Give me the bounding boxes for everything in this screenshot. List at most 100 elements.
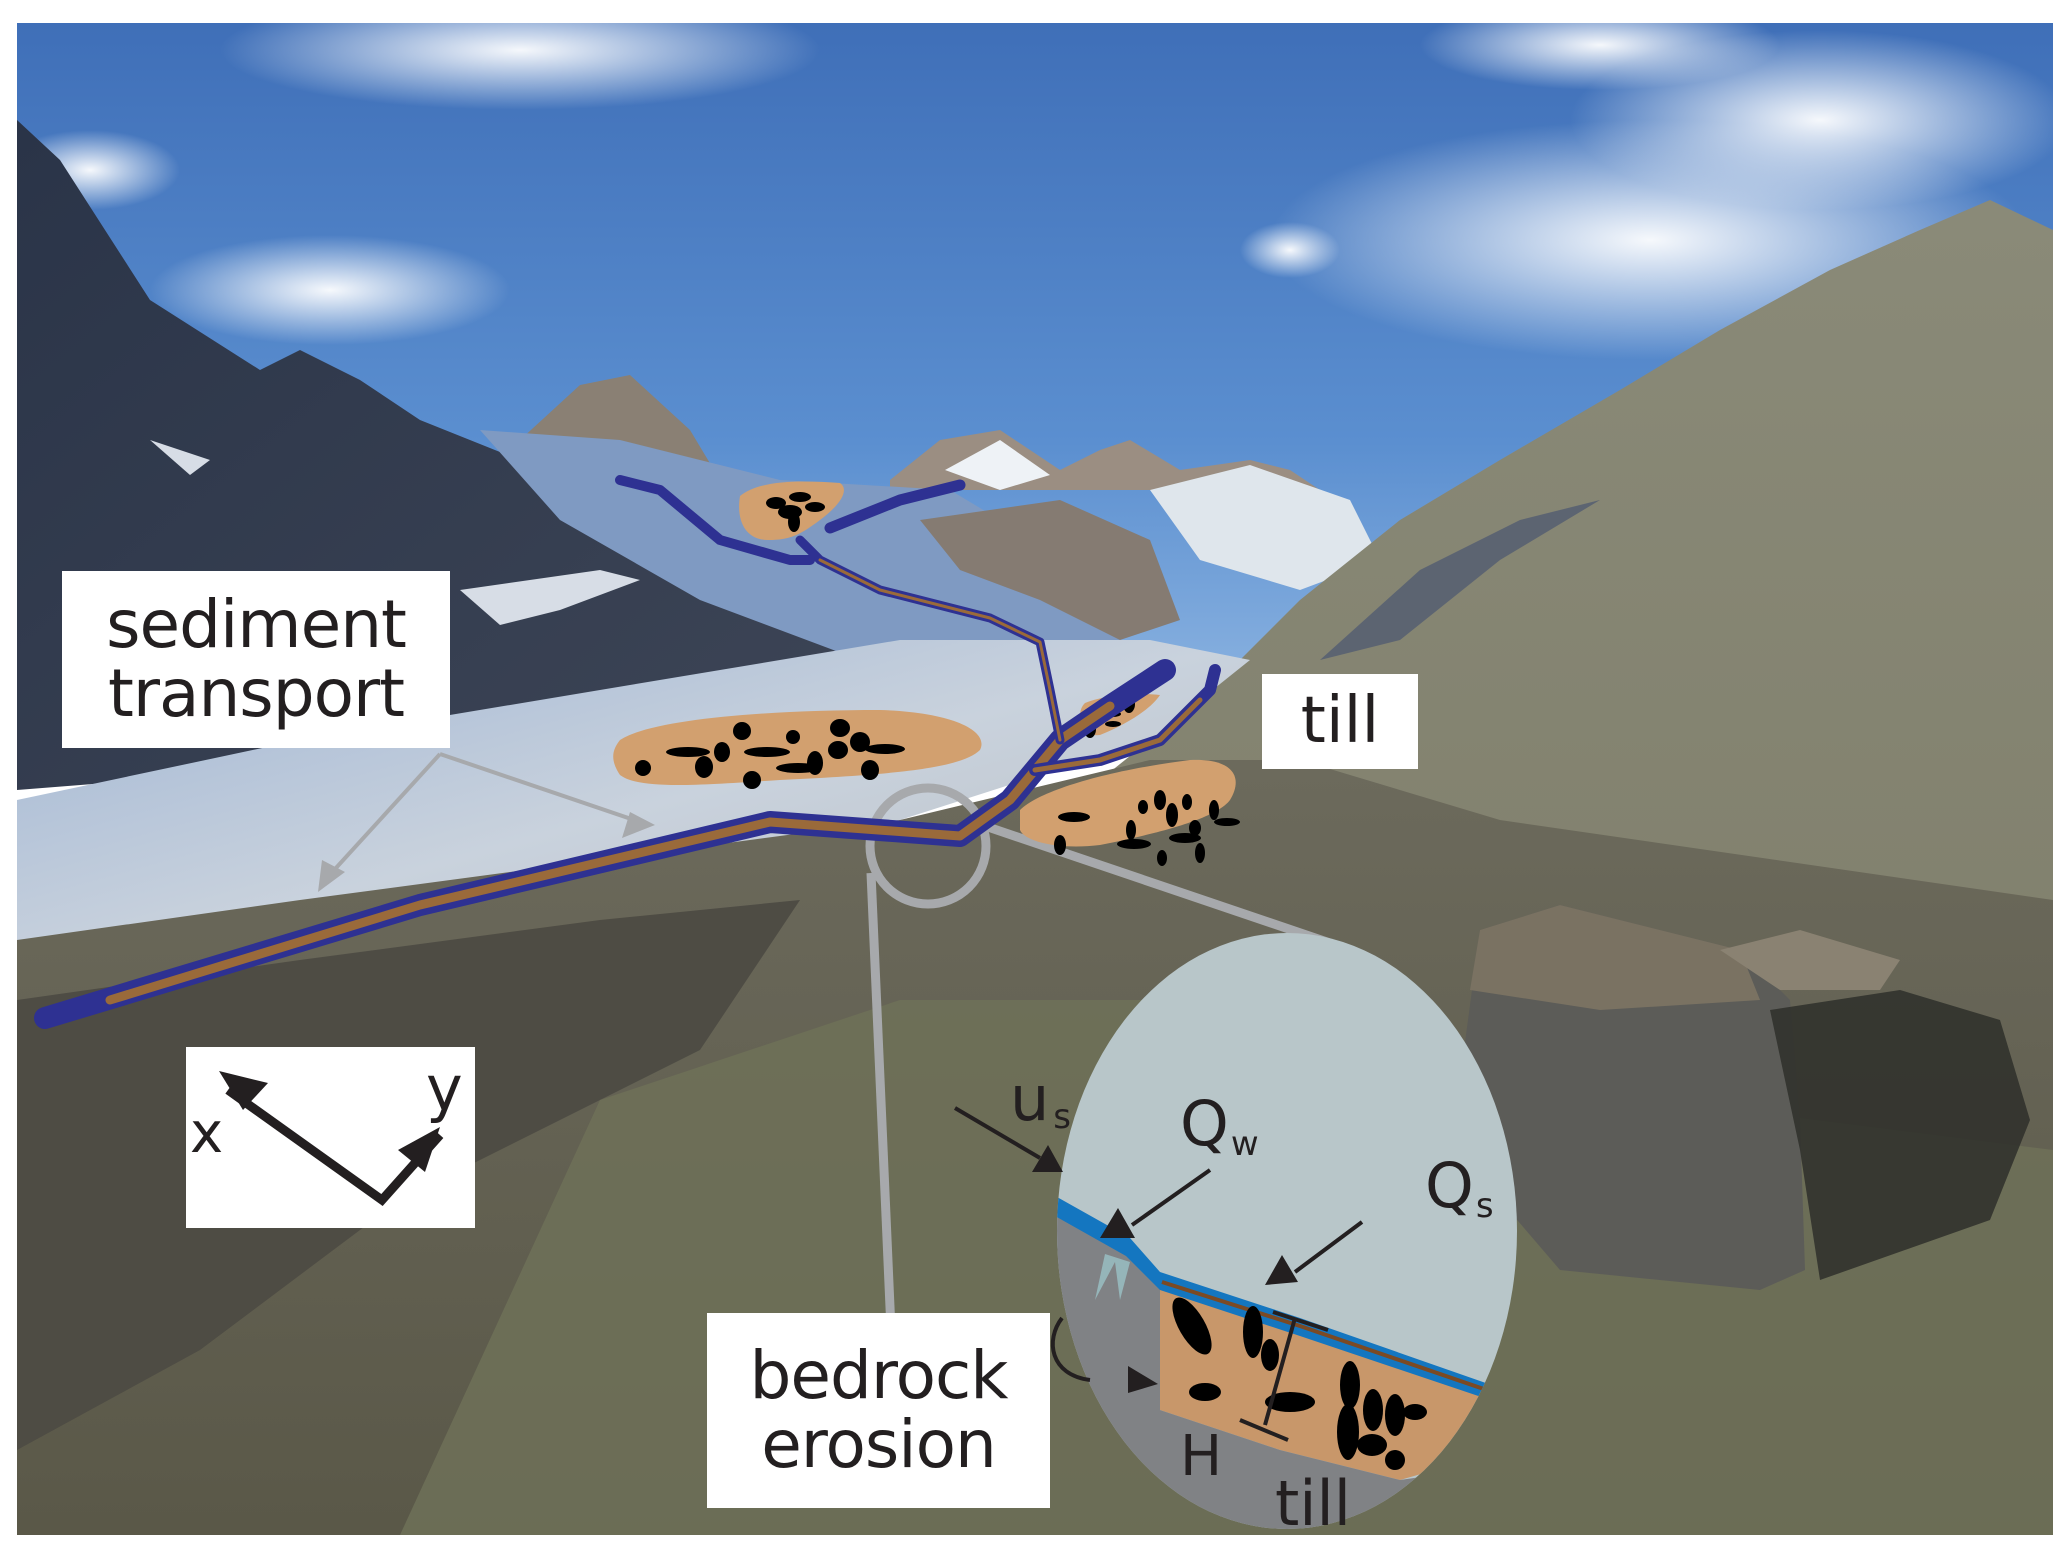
clast bbox=[1189, 820, 1201, 836]
sediment-layer bbox=[1161, 1280, 1511, 1400]
clast bbox=[1126, 820, 1136, 840]
clast bbox=[635, 760, 651, 776]
snow-patch bbox=[150, 440, 210, 475]
clast bbox=[789, 492, 811, 502]
h-dimension-line bbox=[1263, 1317, 1297, 1426]
connector-line-upper bbox=[983, 821, 1332, 948]
clast bbox=[788, 512, 800, 532]
icefall-rocks bbox=[920, 500, 1180, 640]
cloud bbox=[150, 235, 510, 345]
h-tick-bottom bbox=[1239, 1418, 1289, 1442]
clast bbox=[1243, 1306, 1263, 1358]
boulder-top bbox=[1470, 905, 1760, 1010]
qs-label: Qs bbox=[1425, 1149, 1494, 1226]
clast bbox=[1058, 812, 1090, 822]
channel-network bbox=[34, 475, 1221, 1029]
arrowhead bbox=[318, 860, 345, 892]
inset-connector bbox=[865, 783, 1332, 1331]
clast bbox=[1166, 803, 1178, 827]
erosion-arrowhead bbox=[1128, 1366, 1158, 1393]
cloud bbox=[1570, 30, 2053, 210]
y-arrowhead-icon bbox=[398, 1127, 440, 1172]
clast bbox=[1182, 794, 1192, 810]
arrow-shaft bbox=[439, 752, 641, 824]
us-arrow-shaft bbox=[953, 1106, 1042, 1160]
bedrock-erosion-line2: erosion bbox=[761, 1405, 997, 1483]
clast bbox=[865, 744, 905, 754]
qw-label: Qw bbox=[1180, 1087, 1259, 1164]
channel-upper-left bbox=[615, 475, 815, 565]
clast bbox=[1054, 835, 1066, 855]
clast bbox=[850, 732, 870, 752]
qs-arrowhead bbox=[1265, 1255, 1298, 1285]
channel-branch-right-inner bbox=[1032, 697, 1203, 773]
clast bbox=[1265, 1392, 1315, 1412]
ice-crack bbox=[1095, 1254, 1130, 1300]
till-label-text: till bbox=[1300, 684, 1380, 759]
clast bbox=[1138, 800, 1148, 814]
cloud bbox=[1240, 222, 1340, 278]
cloud bbox=[220, 23, 820, 110]
right-mountain-shadow bbox=[1320, 500, 1600, 660]
clast bbox=[828, 741, 848, 759]
clast bbox=[1214, 818, 1240, 826]
x-arrowhead-icon bbox=[219, 1071, 268, 1110]
clast bbox=[1117, 839, 1151, 849]
channel-upper-tributary bbox=[824, 479, 966, 534]
clast bbox=[776, 763, 820, 773]
boulder-shadow bbox=[1770, 990, 2030, 1280]
sediment-transport-arrows bbox=[318, 752, 655, 892]
y-axis-label: y bbox=[426, 1052, 463, 1125]
clast bbox=[1363, 1389, 1383, 1431]
snowfield bbox=[945, 440, 1050, 490]
clast bbox=[861, 760, 879, 780]
clast bbox=[805, 502, 825, 512]
connector-line-lower bbox=[866, 872, 896, 1331]
x-axis-label: x bbox=[190, 1101, 223, 1166]
us-arrowhead bbox=[1032, 1145, 1063, 1172]
erosion-curved-arrow bbox=[1050, 1316, 1091, 1382]
h-label: H bbox=[1180, 1424, 1222, 1489]
till-patch-right bbox=[1020, 759, 1236, 847]
till-label: till bbox=[1262, 674, 1418, 769]
clast bbox=[1154, 790, 1166, 810]
qs-arrow-shaft bbox=[1293, 1220, 1364, 1274]
sediment-transport-line2: transport bbox=[108, 654, 405, 732]
clast bbox=[1169, 833, 1201, 843]
clast bbox=[666, 747, 710, 757]
clast bbox=[1337, 1404, 1359, 1460]
clast bbox=[1189, 1383, 1221, 1401]
arrow-shaft bbox=[323, 752, 442, 882]
clast bbox=[1195, 843, 1205, 863]
inset-till-label: till bbox=[1275, 1467, 1351, 1540]
qw-arrowhead bbox=[1100, 1208, 1135, 1238]
channel-branch-up-inner bbox=[818, 558, 1062, 742]
clast bbox=[1209, 800, 1219, 820]
clast bbox=[714, 742, 730, 762]
bedrock-erosion-label: bedrock erosion bbox=[707, 1313, 1050, 1508]
clast bbox=[744, 747, 790, 757]
h-tick-top bbox=[1272, 1310, 1329, 1332]
qw-arrow-shaft bbox=[1130, 1168, 1212, 1227]
clast bbox=[1357, 1434, 1387, 1456]
clast bbox=[1261, 1339, 1279, 1371]
arrowhead bbox=[622, 812, 655, 838]
snowfield bbox=[1150, 465, 1380, 590]
clast bbox=[830, 719, 850, 737]
clast bbox=[786, 730, 800, 744]
axes-indicator: x y bbox=[186, 1047, 475, 1228]
clast bbox=[766, 497, 786, 509]
clast bbox=[1105, 721, 1121, 727]
zoom-circle bbox=[865, 783, 991, 909]
clast bbox=[1385, 1450, 1405, 1470]
sediment-transport-label: sediment transport bbox=[62, 571, 450, 748]
snow-patch bbox=[460, 570, 640, 625]
clast bbox=[1403, 1404, 1427, 1420]
clast bbox=[695, 756, 713, 778]
clast bbox=[1157, 850, 1167, 866]
clast bbox=[743, 771, 761, 789]
clast bbox=[1340, 1361, 1360, 1409]
